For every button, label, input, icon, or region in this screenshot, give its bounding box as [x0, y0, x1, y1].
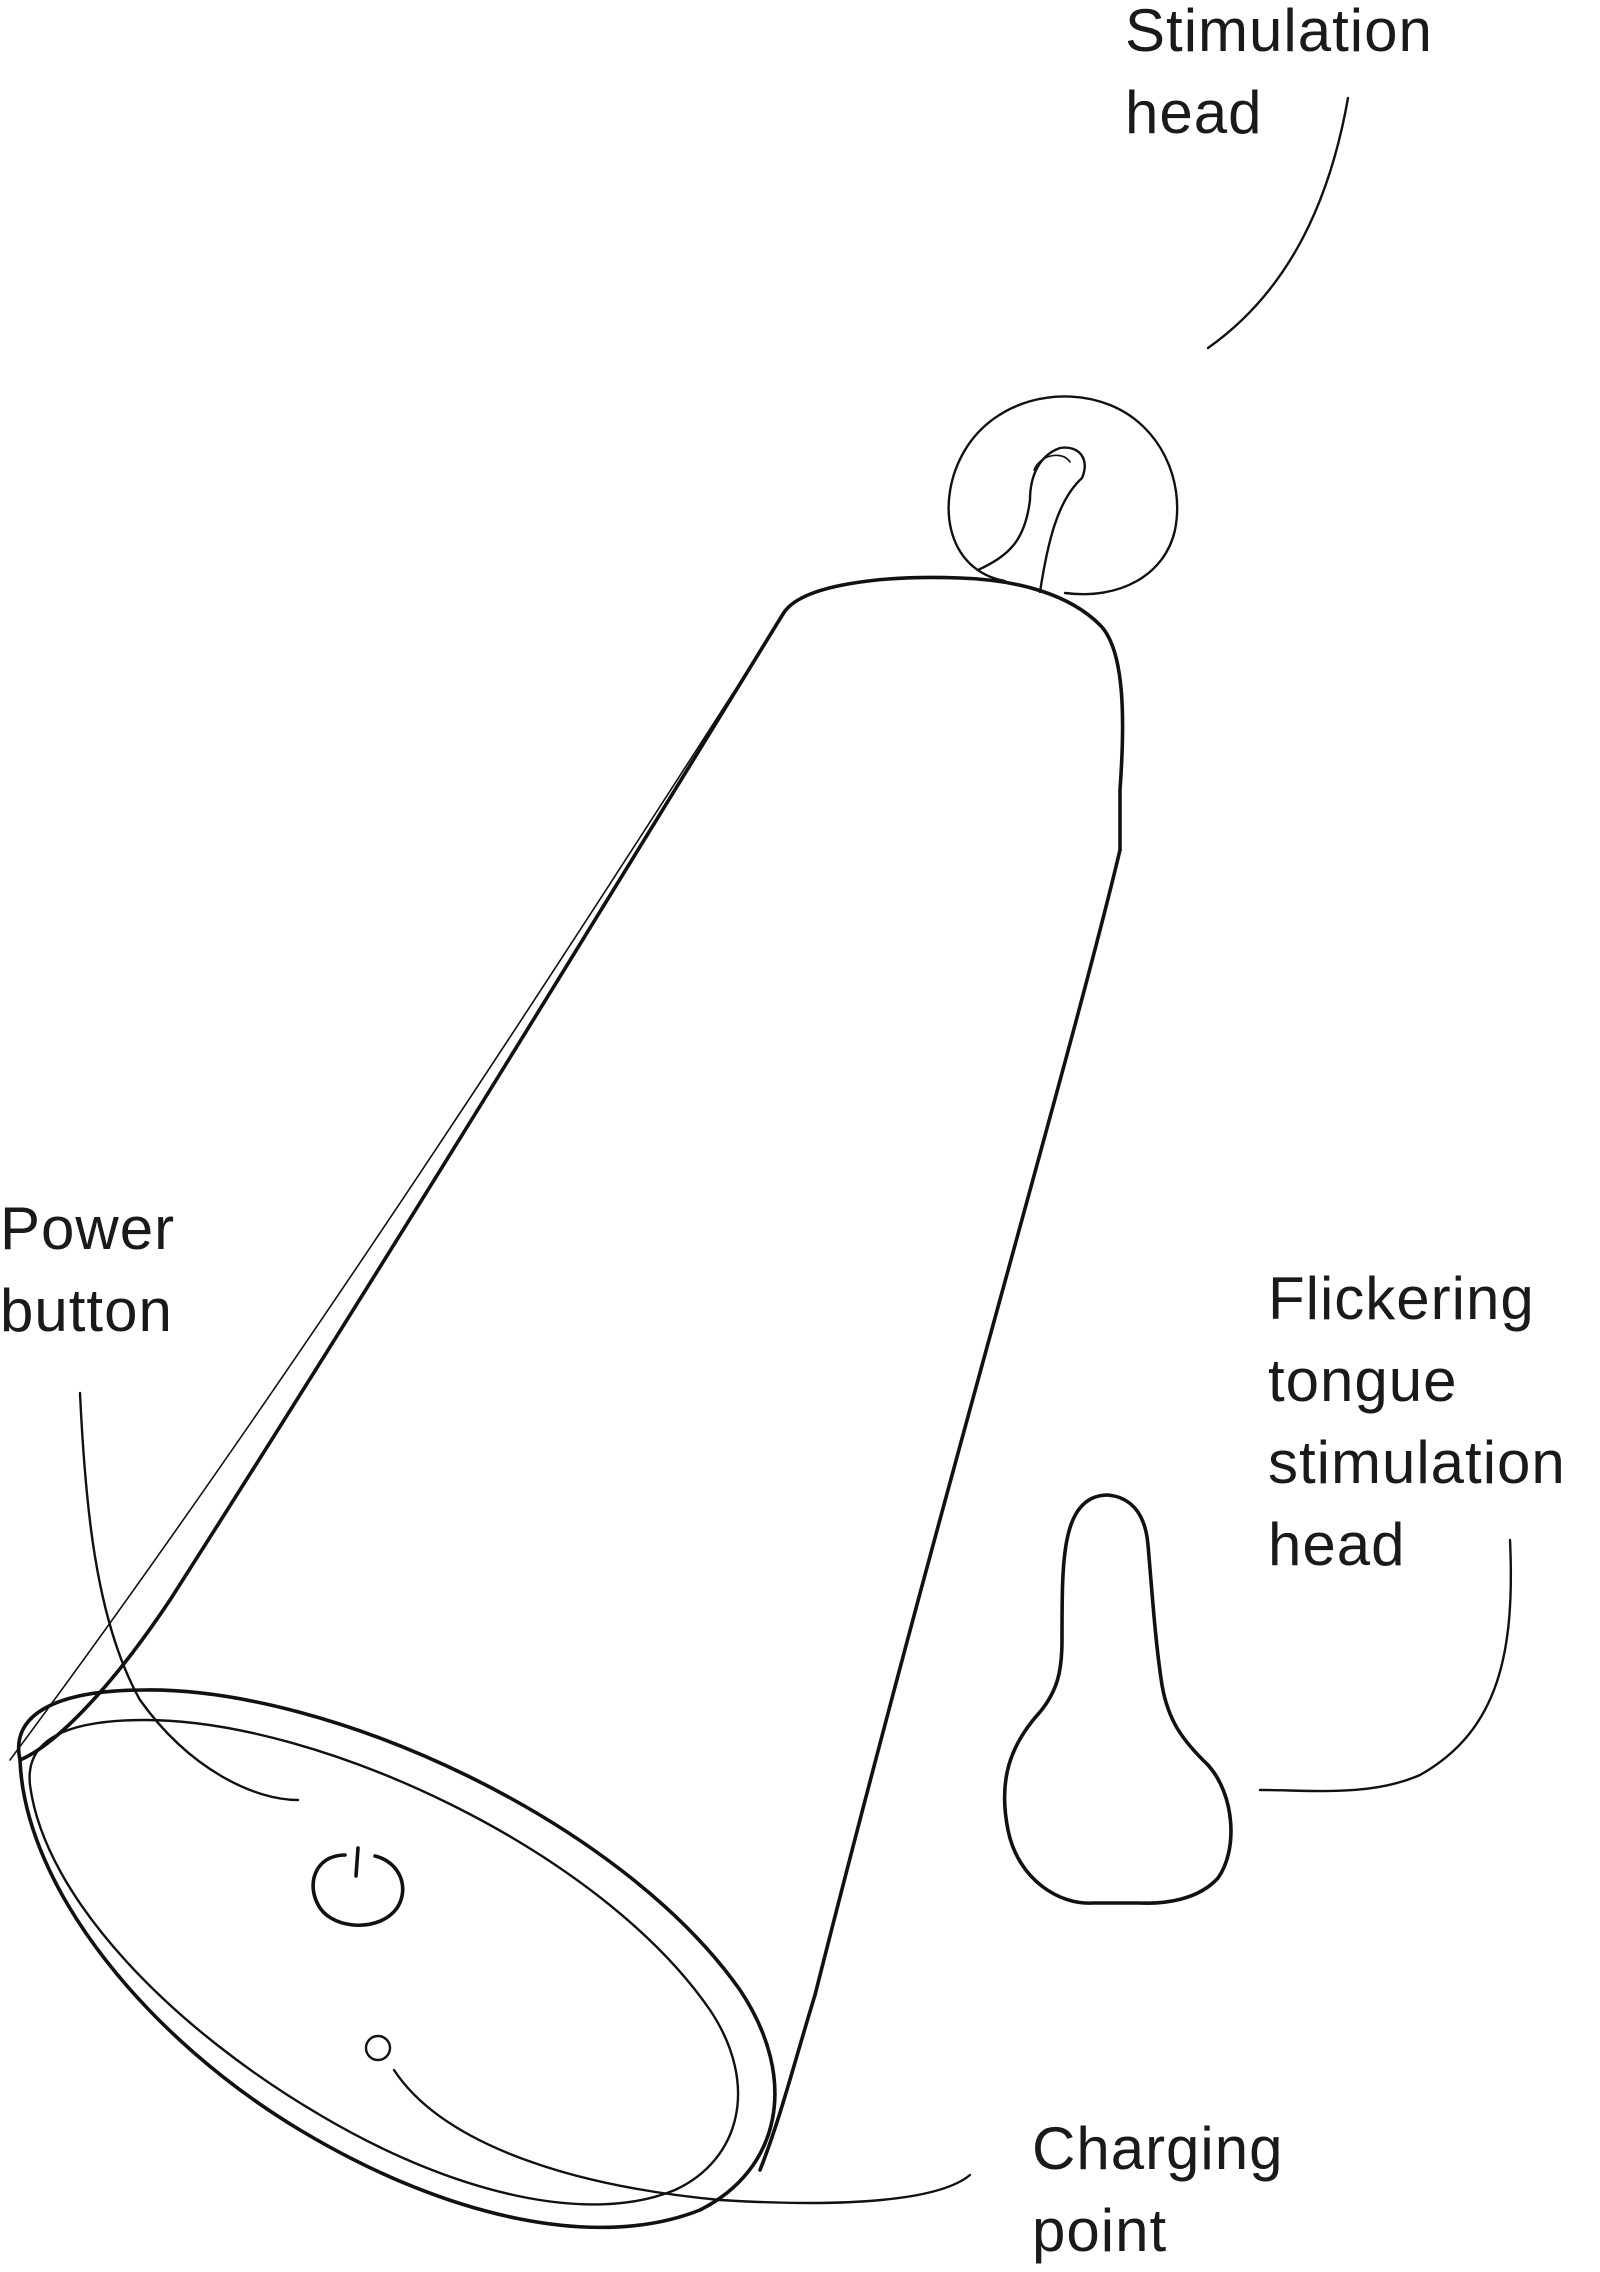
flickering-tongue-head: [1002, 1493, 1233, 1905]
body-right-edge: [758, 848, 1122, 2172]
body-top: [781, 575, 1125, 852]
stimulation-head-nozzle-tip: [1033, 454, 1071, 471]
stimulation-head: [947, 395, 1179, 596]
power-icon-ring: [311, 1853, 405, 1927]
power-icon[interactable]: [311, 1846, 405, 1927]
label-line: Charging: [1032, 2115, 1284, 2182]
label-power-button: Power button: [0, 1188, 175, 1352]
device-body: [9, 575, 1125, 2230]
label-line: head: [1268, 1511, 1406, 1578]
base-rim-inner: [28, 1718, 740, 2206]
label-charging-point: Charging point: [1032, 2108, 1284, 2272]
leader-stimulation-head: [1206, 96, 1350, 350]
charging-point[interactable]: [364, 2034, 392, 2062]
label-line: button: [0, 1277, 173, 1344]
leader-flickering-tongue: [1258, 1538, 1513, 1793]
label-stimulation-head: Stimulation head: [1125, 0, 1433, 154]
label-line: tongue: [1268, 1347, 1458, 1414]
power-icon-stem: [354, 1846, 360, 1878]
body-left-thin-edge: [9, 619, 781, 1761]
stimulation-head-disc: [947, 395, 1179, 596]
label-line: Stimulation: [1125, 0, 1433, 64]
label-flickering-tongue: Flickering tongue stimulation head: [1268, 1258, 1566, 1586]
label-line: stimulation: [1268, 1429, 1566, 1496]
label-line: head: [1125, 79, 1263, 146]
base-rim-outer: [16, 1688, 777, 2230]
label-line: point: [1032, 2197, 1168, 2264]
stimulation-head-nozzle: [976, 446, 1086, 594]
leader-power-button: [78, 1391, 300, 1802]
label-line: Flickering: [1268, 1265, 1535, 1332]
body-left-edge: [18, 612, 785, 1762]
leader-charging-point: [392, 2068, 972, 2205]
label-line: Power: [0, 1195, 176, 1262]
